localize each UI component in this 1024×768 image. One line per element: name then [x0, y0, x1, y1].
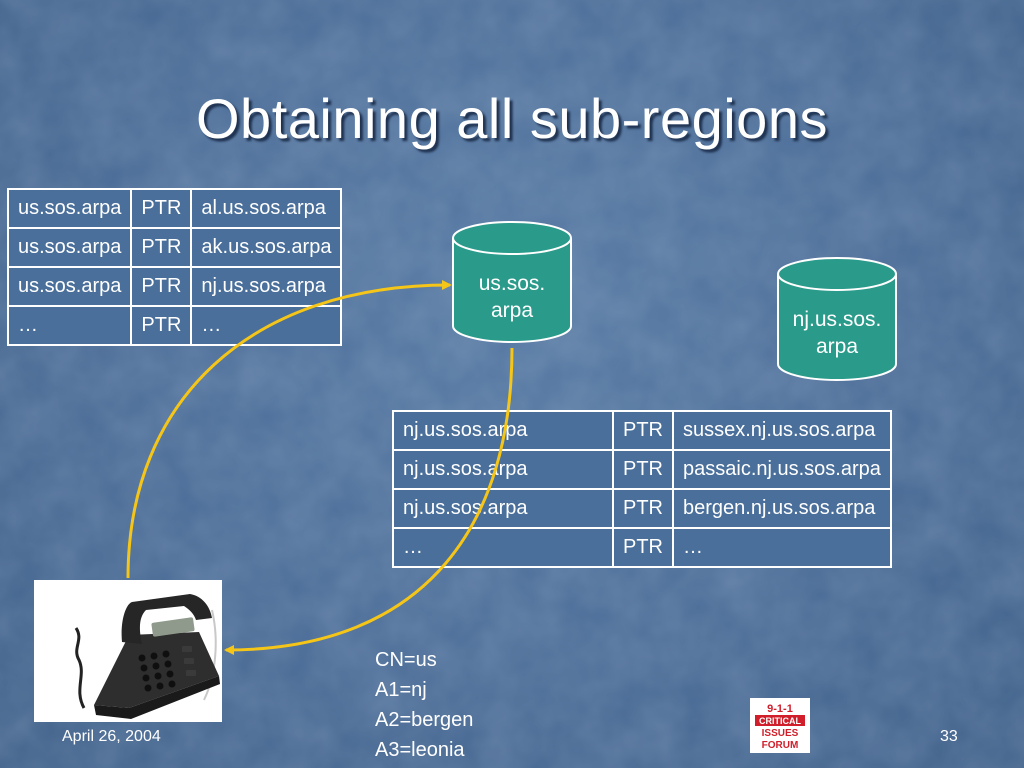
desk-phone-image: [34, 580, 222, 722]
us-database-label-line2: arpa: [490, 299, 534, 322]
location-field: CN=us: [375, 649, 437, 671]
record-target: bergen.nj.us.sos.arpa: [672, 488, 892, 529]
table-row: us.sos.arpa PTR ak.us.sos.arpa: [6, 227, 343, 268]
record-target: sussex.nj.us.sos.arpa: [672, 410, 892, 451]
table-row: nj.us.sos.arpa PTR bergen.nj.us.sos.arpa: [392, 488, 892, 529]
response-arrow: [224, 347, 514, 655]
logo-line-2: CRITICAL: [759, 716, 801, 726]
phone-icon: [74, 594, 220, 719]
record-owner: nj.us.sos.arpa: [392, 410, 614, 451]
slide-title: Obtaining all sub-regions: [196, 87, 828, 150]
record-owner: us.sos.arpa: [6, 188, 133, 229]
table-row: … PTR …: [6, 305, 343, 346]
slide-number: 33: [940, 728, 958, 745]
us-database-label: us.sos. arpa: [452, 270, 572, 324]
table-row: nj.us.sos.arpa PTR passaic.nj.us.sos.arp…: [392, 449, 892, 490]
us-ptr-records-table: us.sos.arpa PTR al.us.sos.arpa us.sos.ar…: [6, 188, 343, 346]
table-row: us.sos.arpa PTR al.us.sos.arpa: [6, 188, 343, 229]
nj-database-label-line2: arpa: [815, 335, 859, 358]
record-type: PTR: [612, 488, 674, 529]
logo-line-4: FORUM: [762, 740, 799, 751]
record-target: al.us.sos.arpa: [190, 188, 343, 229]
us-database-label-line1: us.sos.: [478, 272, 546, 295]
critical-issues-forum-logo: 9-1-1 CRITICAL ISSUES FORUM: [750, 698, 810, 753]
location-field: A2=bergen: [375, 709, 474, 731]
record-owner: nj.us.sos.arpa: [392, 488, 614, 529]
record-owner: us.sos.arpa: [6, 227, 133, 268]
record-type: PTR: [612, 527, 674, 568]
us-database-icon: [452, 221, 572, 343]
record-type: PTR: [130, 188, 193, 229]
record-type: PTR: [130, 227, 193, 268]
nj-ptr-records-table: nj.us.sos.arpa PTR sussex.nj.us.sos.arpa…: [392, 410, 892, 568]
record-type: PTR: [612, 449, 674, 490]
record-target: …: [672, 527, 892, 568]
nj-database-label: nj.us.sos. arpa: [778, 306, 896, 360]
logo-line-3: ISSUES: [762, 728, 799, 739]
record-type: PTR: [130, 305, 193, 346]
location-fields: CN=us A1=nj A2=bergen A3=leonia: [375, 645, 473, 765]
record-target: nj.us.sos.arpa: [190, 266, 343, 307]
logo-line-1: 9-1-1: [767, 703, 793, 715]
record-owner: …: [6, 305, 133, 346]
location-field: A3=leonia: [375, 739, 465, 761]
record-owner: nj.us.sos.arpa: [392, 449, 614, 490]
nj-database-label-line1: nj.us.sos.: [792, 308, 882, 331]
footer-date: April 26, 2004: [62, 728, 161, 745]
record-type: PTR: [130, 266, 193, 307]
nj-database-icon: [777, 257, 897, 381]
record-owner: us.sos.arpa: [6, 266, 133, 307]
record-type: PTR: [612, 410, 674, 451]
record-target: ak.us.sos.arpa: [190, 227, 343, 268]
table-row: … PTR …: [392, 527, 892, 568]
record-target: passaic.nj.us.sos.arpa: [672, 449, 892, 490]
table-row: nj.us.sos.arpa PTR sussex.nj.us.sos.arpa: [392, 410, 892, 451]
record-target: …: [190, 305, 343, 346]
record-owner: …: [392, 527, 614, 568]
table-row: us.sos.arpa PTR nj.us.sos.arpa: [6, 266, 343, 307]
location-field: A1=nj: [375, 679, 427, 701]
query-arrow: [126, 280, 452, 579]
